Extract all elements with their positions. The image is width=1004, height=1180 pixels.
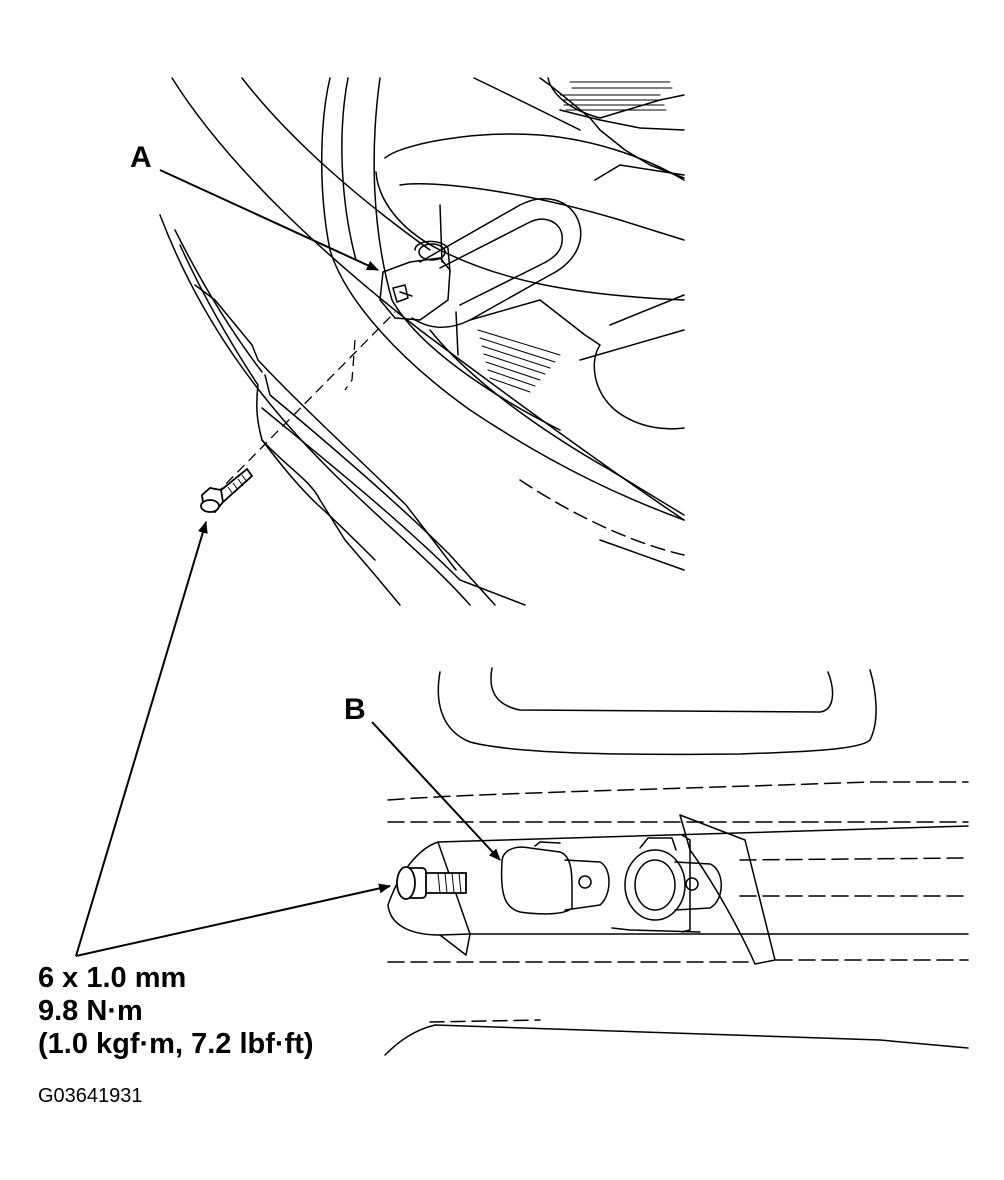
bumper-strip-2 <box>174 229 263 373</box>
striker-ring-mount <box>639 837 677 851</box>
callout-a-label: A <box>130 141 152 174</box>
right-lower-fragment <box>519 479 685 556</box>
bumper-strip-3 <box>251 344 457 571</box>
trunk-inner-lip <box>384 133 685 181</box>
trunk-rib-step <box>594 164 685 181</box>
lower-view <box>384 667 969 1056</box>
figure-code: G03641931 <box>38 1085 143 1107</box>
right-lower-fragment-2 <box>599 539 685 571</box>
lower-arc-inner <box>490 667 834 713</box>
bumper-strip-5 <box>261 407 526 606</box>
latch-pin <box>418 243 446 261</box>
upper-bolt-washer <box>200 499 220 513</box>
upper-alignment-line <box>214 311 396 496</box>
spec-leader-upper-bolt <box>75 521 208 957</box>
cowl-sweep <box>429 329 685 516</box>
striker-ring-inner <box>634 859 676 911</box>
upper-bolt <box>200 467 254 513</box>
lower-hatch <box>477 329 561 393</box>
fastener-torque-nm: 9.8 N·m <box>38 995 143 1027</box>
bracket-outer <box>679 814 776 965</box>
latch-tab <box>392 284 409 303</box>
lower-arc-outer <box>437 669 877 756</box>
striker-cap <box>500 846 573 915</box>
latch-body <box>379 257 451 321</box>
lower-dash-1 <box>387 781 969 801</box>
bumper-strip-1 <box>159 214 471 606</box>
inner-panel-arc <box>375 171 685 301</box>
callout-b-label: B <box>344 693 366 726</box>
bumper-side-panel <box>194 284 253 346</box>
upper-view <box>159 77 685 606</box>
striker-ring-hole <box>685 877 699 891</box>
striker-ring-arm <box>674 861 722 911</box>
latch-loop-inner <box>439 218 563 306</box>
tailgate-top-edge <box>437 825 969 843</box>
latch-post <box>439 204 459 356</box>
upper-body-sweep-1 <box>171 77 685 521</box>
trunk-opening-edge <box>539 77 685 179</box>
upper-body-sweep-6 <box>473 77 581 131</box>
top-hatch <box>559 81 673 111</box>
striker-ring-outer <box>624 849 686 921</box>
lower-bolt-threads <box>437 872 462 894</box>
upper-alignment-drop <box>344 339 356 391</box>
upper-body-sweep-4 <box>341 77 357 261</box>
callout-a-leader <box>159 169 379 271</box>
bumper-bottom-wave <box>261 439 376 561</box>
inner-panel-arc-2 <box>399 183 685 241</box>
callout-b-leader <box>371 721 501 861</box>
upper-body-sweep-2 <box>241 77 431 251</box>
trunk-rib-ledge <box>559 109 685 131</box>
latch-slot <box>399 291 413 297</box>
striker-arm-hole <box>578 875 592 889</box>
bumper-strip-4 <box>264 374 496 606</box>
lower-cowl <box>469 299 685 430</box>
trunk-rib-edge <box>547 77 685 119</box>
latch-cap <box>414 240 451 273</box>
right-fragment <box>579 294 685 361</box>
lower-dash-3 <box>739 857 969 861</box>
leader-lines <box>75 169 501 957</box>
striker-top-ridge <box>534 841 561 847</box>
striker-ring-base <box>611 927 701 933</box>
lower-lip-dash <box>429 1019 541 1023</box>
upper-body-sweep-3 <box>321 77 685 521</box>
lower-bolt-washer <box>396 866 416 900</box>
striker-arm <box>564 859 610 911</box>
lower-lip <box>384 1024 969 1056</box>
lower-bolt <box>396 866 467 900</box>
fastener-torque-alt: (1.0 kgf·m, 7.2 lbf·ft) <box>38 1028 314 1060</box>
latch-loop <box>411 197 582 328</box>
upper-bolt-threads <box>227 474 248 495</box>
tailgate-left-cap-fill <box>439 933 471 956</box>
fastener-size: 6 x 1.0 mm <box>38 962 187 994</box>
bumper-strip-6 <box>179 244 401 606</box>
spec-leader-lower-bolt <box>75 883 391 957</box>
